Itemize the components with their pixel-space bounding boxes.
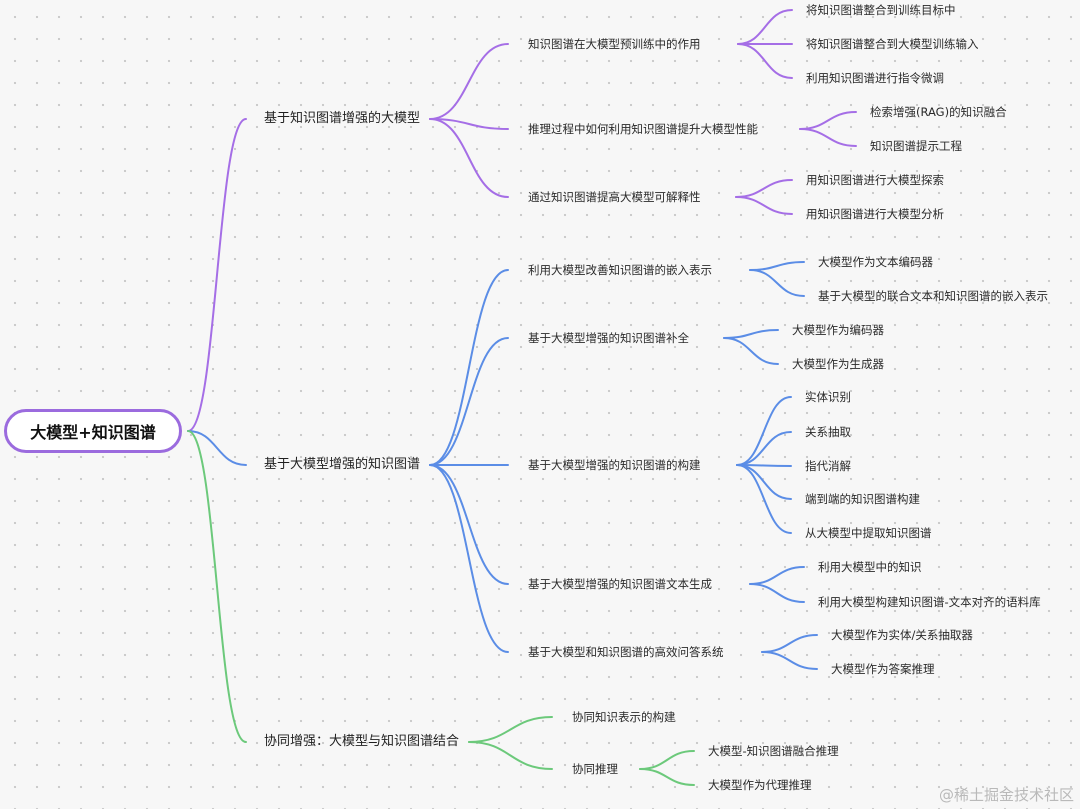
branch-connector — [429, 269, 509, 466]
leaf-connector — [761, 634, 818, 653]
leaf-node[interactable]: 知识图谱提示工程 — [870, 139, 962, 153]
leaf-connector — [749, 566, 805, 585]
leaf-connector — [799, 111, 857, 130]
branch-connector — [429, 464, 509, 653]
topic-node[interactable]: 推理过程中如何利用知识图谱提升大模型性能 — [528, 122, 758, 136]
topic-node[interactable]: 知识图谱在大模型预训练中的作用 — [528, 37, 701, 51]
branch-connector — [429, 464, 509, 585]
topic-node[interactable]: 基于大模型增强的知识图谱的构建 — [528, 458, 701, 472]
leaf-node[interactable]: 利用大模型构建知识图谱-文本对齐的语料库 — [818, 595, 1041, 609]
leaf-node[interactable]: 利用知识图谱进行指令微调 — [806, 71, 944, 85]
branch-node[interactable]: 协同增强：大模型与知识图谱结合 — [264, 734, 460, 749]
topic-node[interactable]: 利用大模型改善知识图谱的嵌入表示 — [528, 263, 712, 277]
leaf-node[interactable]: 从大模型中提取知识图谱 — [805, 526, 932, 540]
root-connector — [187, 430, 247, 743]
leaf-connector — [736, 464, 792, 500]
branch-node[interactable]: 基于知识图谱增强的大模型 — [264, 111, 421, 126]
leaf-node[interactable]: 端到端的知识图谱构建 — [805, 492, 920, 506]
branch-connector — [429, 118, 509, 198]
leaf-node[interactable]: 大模型作为实体/关系抽取器 — [831, 628, 973, 642]
leaf-node[interactable]: 实体识别 — [805, 390, 851, 404]
topic-node[interactable]: 基于大模型增强的知识图谱文本生成 — [528, 577, 712, 591]
leaf-node[interactable]: 检索增强(RAG)的知识融合 — [870, 105, 1007, 119]
leaf-connector — [735, 196, 793, 215]
leaf-node[interactable]: 大模型作为生成器 — [792, 357, 884, 371]
leaf-connector — [639, 768, 695, 786]
leaf-node[interactable]: 大模型作为编码器 — [792, 323, 884, 337]
leaf-connector — [749, 269, 805, 297]
leaf-node[interactable]: 关系抽取 — [805, 425, 851, 439]
root-connector — [187, 430, 247, 466]
topic-node[interactable]: 协同推理 — [572, 762, 618, 776]
leaf-node[interactable]: 用知识图谱进行大模型分析 — [806, 207, 944, 221]
leaf-node[interactable]: 大模型-知识图谱融合推理 — [708, 744, 839, 758]
root-connector — [187, 118, 247, 432]
branch-node[interactable]: 基于大模型增强的知识图谱 — [264, 457, 421, 472]
leaf-connector — [736, 464, 792, 534]
branch-connector — [468, 716, 553, 743]
topic-node[interactable]: 基于大模型增强的知识图谱补全 — [528, 331, 689, 345]
leaf-connector — [737, 9, 793, 45]
leaf-connector — [736, 431, 792, 466]
leaf-connector — [735, 179, 793, 198]
leaf-node[interactable]: 基于大模型的联合文本和知识图谱的嵌入表示 — [818, 289, 1048, 303]
leaf-node[interactable]: 大模型作为文本编码器 — [818, 255, 933, 269]
leaf-node[interactable]: 大模型作为代理推理 — [708, 778, 812, 792]
leaf-node[interactable]: 用知识图谱进行大模型探索 — [806, 173, 944, 187]
branch-connector — [468, 741, 553, 770]
leaf-connector — [799, 128, 857, 147]
root-node[interactable]: 大模型+知识图谱 — [4, 409, 182, 453]
leaf-node[interactable]: 大模型作为答案推理 — [831, 662, 935, 676]
leaf-connector — [749, 261, 805, 271]
branch-connector — [429, 43, 509, 120]
leaf-connector — [639, 750, 695, 770]
leaf-connector — [761, 651, 818, 670]
branch-connector — [429, 118, 509, 130]
leaf-node[interactable]: 将知识图谱整合到大模型训练输入 — [806, 37, 979, 51]
topic-node[interactable]: 基于大模型和知识图谱的高效问答系统 — [528, 645, 724, 659]
leaf-connector — [723, 337, 779, 365]
leaf-connector — [749, 583, 805, 603]
leaf-connector — [723, 329, 779, 339]
leaf-node[interactable]: 指代消解 — [805, 459, 851, 473]
leaf-node[interactable]: 将知识图谱整合到训练目标中 — [806, 3, 956, 17]
leaf-connector — [737, 43, 793, 79]
watermark: @稀土掘金技术社区 — [938, 786, 1074, 804]
leaf-connector — [736, 396, 792, 466]
topic-node[interactable]: 通过知识图谱提高大模型可解释性 — [528, 190, 701, 204]
leaf-node[interactable]: 利用大模型中的知识 — [818, 560, 922, 574]
topic-node[interactable]: 协同知识表示的构建 — [572, 710, 676, 724]
branch-connector — [429, 337, 509, 466]
